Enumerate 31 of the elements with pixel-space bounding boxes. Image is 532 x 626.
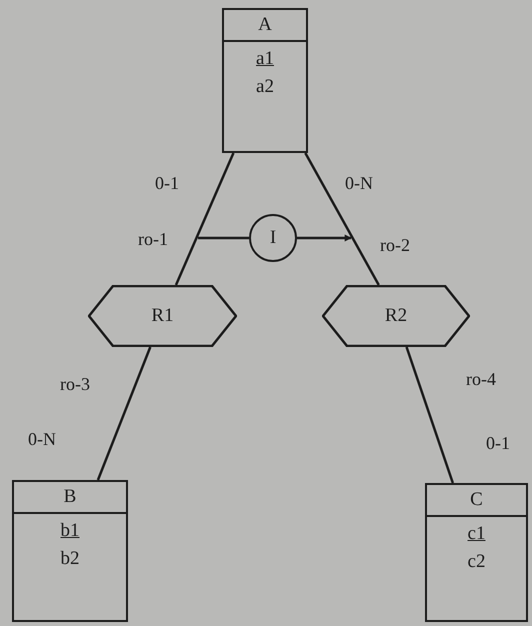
entity-box [12, 480, 128, 622]
entity-name: A [258, 13, 272, 37]
connector-line [198, 236, 249, 240]
attribute-name: c2 [468, 550, 486, 574]
entity-name: B [64, 485, 76, 509]
circle-label: I [270, 226, 276, 250]
connector-line [174, 152, 235, 286]
connector-line [304, 152, 380, 286]
attribute-name: a2 [256, 75, 274, 99]
connector-line [96, 346, 152, 480]
connector-line [405, 346, 454, 484]
connector-line [297, 234, 352, 242]
relationship-name: R2 [384, 304, 408, 328]
relationship-hexagon [88, 285, 237, 347]
attribute-name: b2 [60, 547, 80, 571]
relationship-name: R1 [151, 304, 174, 328]
attribute-name: c1 [468, 522, 486, 546]
entity-box [425, 483, 528, 622]
attribute-name: a1 [256, 47, 274, 71]
entity-box [222, 8, 308, 153]
cardinality-label: 0-N [345, 172, 373, 194]
cardinality-label: 0-1 [486, 432, 510, 454]
cardinality-label: ro-2 [380, 234, 410, 256]
cardinality-label: 0-N [28, 428, 56, 450]
cardinality-label: 0-1 [155, 172, 179, 194]
cardinality-label: ro-4 [466, 368, 496, 390]
cardinality-label: ro-1 [138, 228, 168, 250]
entity-name: C [470, 488, 483, 512]
relationship-hexagon [322, 285, 470, 347]
attribute-name: b1 [60, 519, 80, 543]
cardinality-label: ro-3 [60, 373, 90, 395]
